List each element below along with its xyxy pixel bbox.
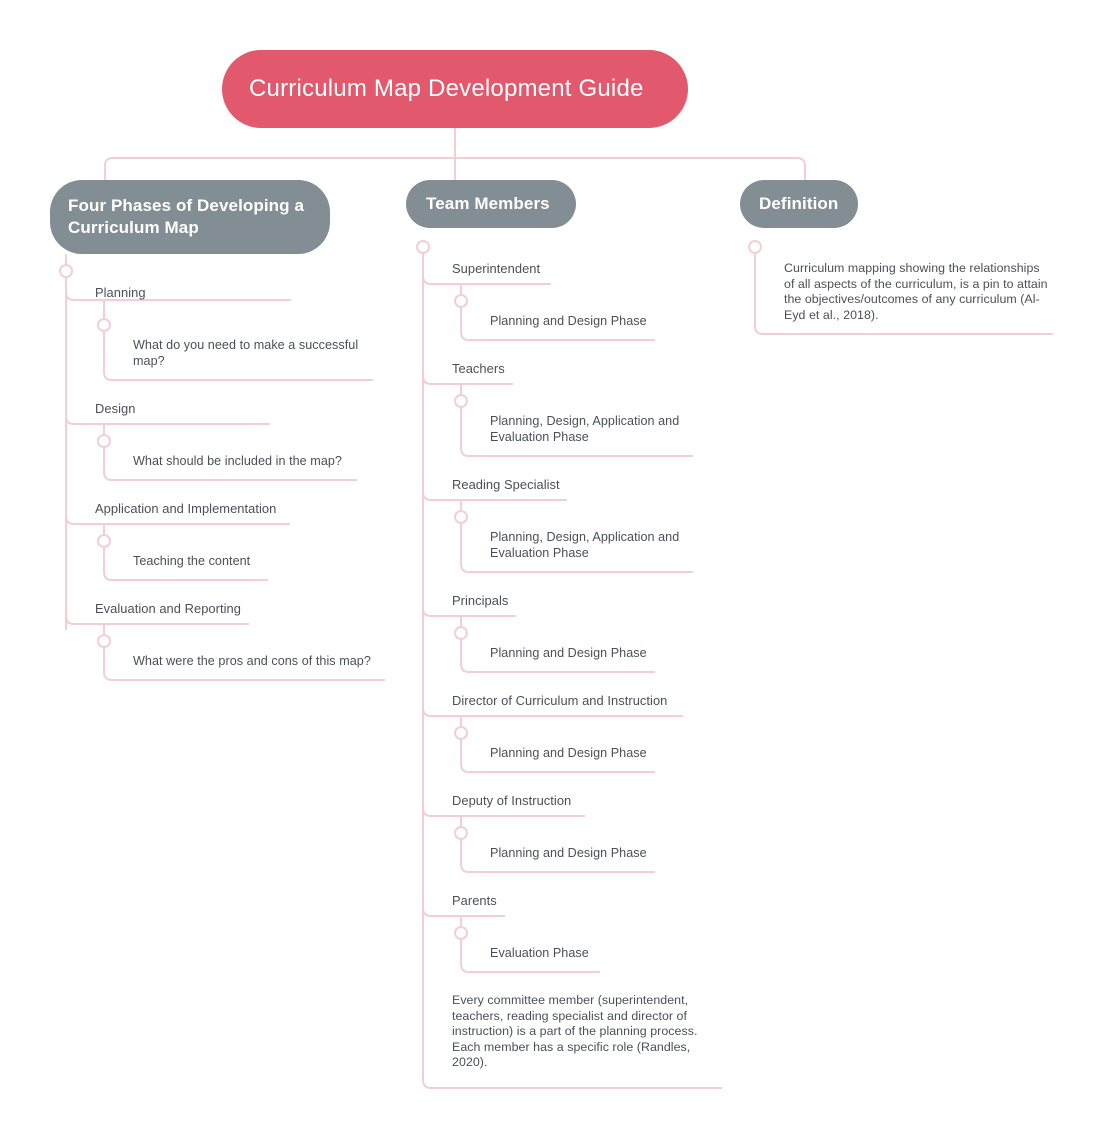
item-label-planning[interactable]: Planning [95,285,146,300]
root-node[interactable]: Curriculum Map Development Guide [222,50,688,128]
item-detail-superintendent[interactable]: Planning and Design Phase [490,314,647,328]
item-detail-director[interactable]: Planning and Design Phase [490,746,647,760]
root-node-label: Curriculum Map Development Guide [249,75,644,102]
item-label-parents[interactable]: Parents [452,893,497,908]
item-detail-reading-specialist[interactable]: Planning, Design, Application and Evalua… [490,530,683,560]
item-label-director[interactable]: Director of Curriculum and Instruction [452,693,668,708]
item-label-deputy[interactable]: Deputy of Instruction [452,793,572,808]
item-detail-application[interactable]: Teaching the content [133,554,251,568]
branch-node-four-phases[interactable]: Four Phases of Developing a Curriculum M… [50,180,330,254]
item-label-principals[interactable]: Principals [452,593,509,608]
item-label-application[interactable]: Application and Implementation [95,501,277,516]
item-detail-planning[interactable]: What do you need to make a successful ma… [133,338,362,368]
branch-note-team-members[interactable]: Every committee member (superintendent, … [452,993,701,1070]
item-detail-evaluation[interactable]: What were the pros and cons of this map? [133,654,371,668]
item-detail-teachers[interactable]: Planning, Design, Application and Evalua… [490,414,683,444]
item-detail-deputy[interactable]: Planning and Design Phase [490,846,647,860]
item-label-reading-specialist[interactable]: Reading Specialist [452,477,560,492]
item-detail-principals[interactable]: Planning and Design Phase [490,646,647,660]
branch-node-team-members[interactable]: Team Members [406,180,576,228]
item-label-teachers[interactable]: Teachers [452,361,505,376]
item-detail-design[interactable]: What should be included in the map? [133,454,342,468]
branch-node-label: Team Members [426,194,550,213]
branch-node-definition[interactable]: Definition [740,180,858,228]
item-label-evaluation[interactable]: Evaluation and Reporting [95,601,241,616]
item-detail-parents[interactable]: Evaluation Phase [490,946,589,960]
item-label-superintendent[interactable]: Superintendent [452,261,541,276]
branch-note-definition[interactable]: Curriculum mapping showing the relations… [784,261,1052,322]
branch-node-label: Definition [759,194,839,213]
branch-node-label: Four Phases of Developing a Curriculum M… [68,196,305,237]
item-label-design[interactable]: Design [95,401,136,416]
